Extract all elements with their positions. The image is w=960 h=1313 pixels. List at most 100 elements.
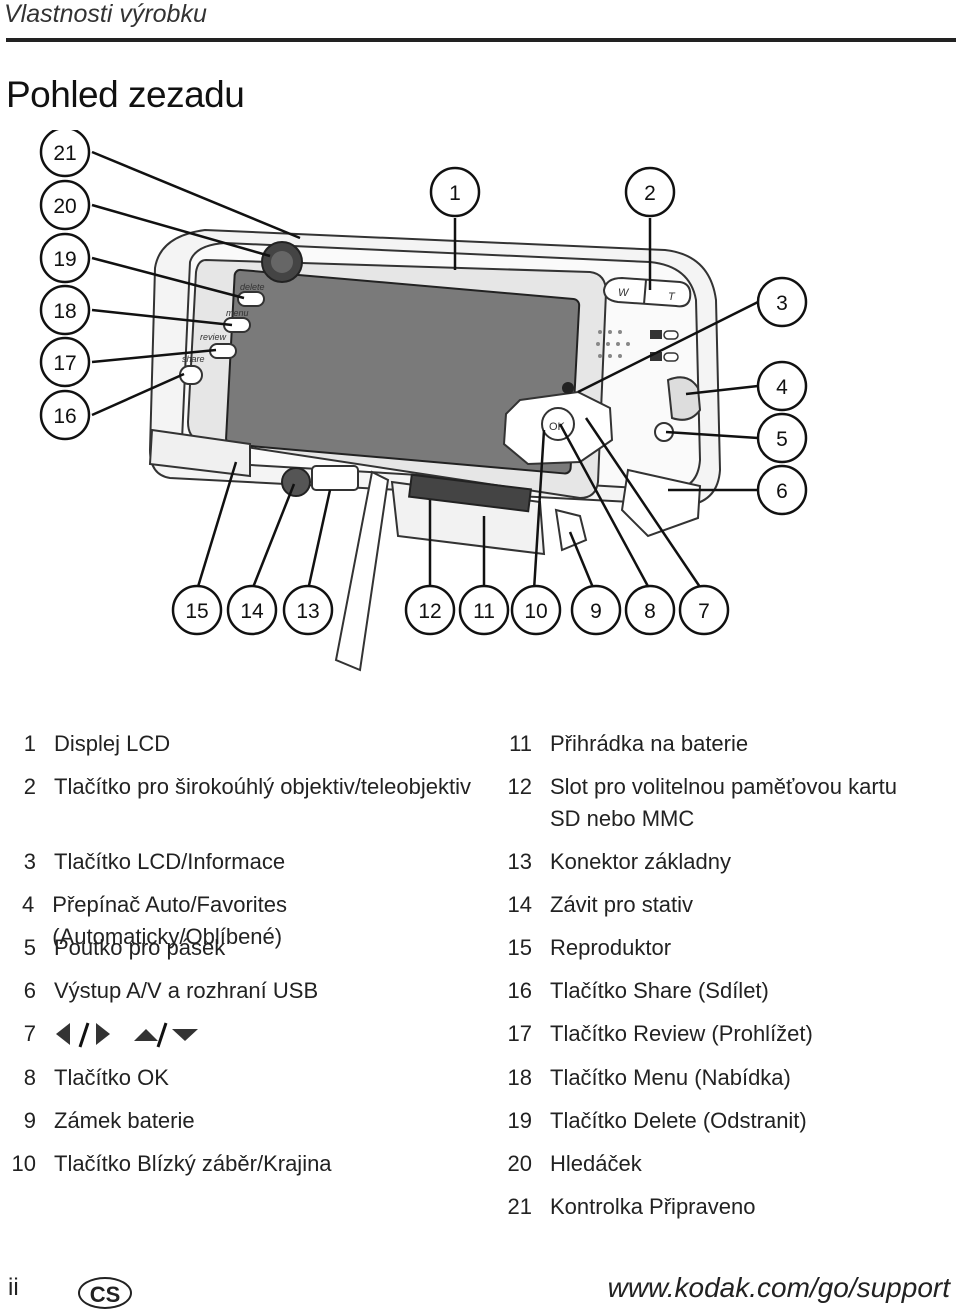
- legend-text: Tlačítko Blízký záběr/Krajina: [54, 1151, 332, 1176]
- callout-13: [282, 584, 334, 636]
- legend-item: 15 Reproduktor: [500, 932, 672, 964]
- callout-label: 12: [418, 600, 441, 623]
- leader-lines: [91, 150, 759, 591]
- legend-item: 21 Kontrolka Připraveno: [500, 1191, 756, 1223]
- callout-15: [171, 584, 223, 636]
- legend-text: Zámek baterie: [54, 1108, 195, 1133]
- callout-10: [510, 584, 562, 636]
- review-label: review: [200, 332, 227, 342]
- legend-item: 11 Přihrádka na baterie: [500, 728, 748, 760]
- callout-1: [429, 166, 481, 218]
- legend-text: Tlačítko Review (Prohlížet): [550, 1021, 813, 1046]
- legend-item: 16 Tlačítko Share (Sdílet): [500, 975, 769, 1007]
- legend-item: 14 Závit pro stativ: [500, 889, 694, 921]
- legend-item: 19 Tlačítko Delete (Odstranit): [500, 1105, 807, 1137]
- legend-item: 17 Tlačítko Review (Prohlížet): [500, 1018, 813, 1050]
- menu-label: menu: [226, 308, 249, 318]
- legend-num: 21: [507, 1194, 532, 1219]
- callout-9: [570, 584, 622, 636]
- callout-2: [624, 166, 676, 218]
- support-link[interactable]: www.kodak.com/go/support: [607, 1272, 950, 1303]
- callout-5: [756, 412, 808, 464]
- up-arrow-icon: [134, 1029, 158, 1041]
- callout-19: [39, 232, 91, 284]
- legend-text: Tlačítko Menu (Nabídka): [550, 1065, 791, 1090]
- legend-num: [500, 803, 536, 835]
- page-number: ii: [8, 1274, 19, 1301]
- legend-num: 15: [507, 935, 532, 960]
- callout-label: 1: [449, 182, 461, 205]
- callout-6: [756, 464, 808, 516]
- legend-num: 10: [11, 1151, 36, 1176]
- legend-item: 12 Slot pro volitelnou paměťovou kartu: [500, 771, 898, 803]
- legend-num: 2: [23, 774, 36, 799]
- legend-text: Konektor základny: [550, 849, 731, 874]
- info-icon: [562, 382, 574, 394]
- callout-label: 5: [776, 428, 788, 451]
- share-label: share: [182, 354, 205, 364]
- legend-item: 18 Tlačítko Menu (Nabídka): [500, 1062, 791, 1094]
- legend-num: 20: [507, 1151, 532, 1176]
- legend-item: 4 Přepínač Auto/Favorites (Automaticky/O…: [0, 889, 500, 953]
- legend-text: Displej LCD: [54, 731, 171, 756]
- callout-label: 4: [776, 376, 788, 399]
- legend-num: 17: [507, 1021, 532, 1046]
- legend-num: 19: [507, 1108, 532, 1133]
- callout-label: 7: [698, 600, 710, 623]
- battery-lock: [554, 508, 588, 552]
- callout-11: [458, 584, 510, 636]
- delete-label: delete: [240, 282, 265, 292]
- bottom-panel: [148, 428, 251, 478]
- callout-4: [756, 360, 808, 412]
- legend-text: Tlačítko pro širokoúhlý objektiv/teleobj…: [54, 774, 471, 799]
- legend-item: 1 Displej LCD: [0, 728, 170, 760]
- av-usb-door: [620, 468, 702, 538]
- legend-text: Tlačítko LCD/Informace: [54, 849, 286, 874]
- legend-num: 6: [23, 978, 36, 1003]
- callout-label: 3: [776, 292, 788, 315]
- legend-text: Slot pro volitelnou paměťovou kartu: [550, 774, 898, 799]
- legend-item: 3 Tlačítko LCD/Informace: [0, 846, 285, 878]
- legend-num: 14: [507, 892, 532, 917]
- legend-text: Hledáček: [550, 1151, 642, 1176]
- zoom-rocker[interactable]: [602, 276, 692, 308]
- legend-text: Výstup A/V a rozhraní USB: [54, 978, 319, 1003]
- left-arrow-icon: [56, 1023, 70, 1045]
- callout-8: [624, 584, 676, 636]
- callout-label: 20: [53, 195, 76, 218]
- legend-item: SD nebo MMC: [500, 803, 694, 835]
- legend-item: 2 Tlačítko pro širokoúhlý objektiv/teleo…: [0, 771, 471, 803]
- legend-item: 5 Poutko pro pásek: [0, 932, 225, 964]
- callout-label: 15: [185, 600, 208, 623]
- legend-num: 8: [23, 1065, 36, 1090]
- mode-switch[interactable]: [666, 376, 702, 421]
- legend-text: Závit pro stativ: [550, 892, 694, 917]
- legend-text: Přepínač Auto/Favorites (Automaticky/Obl…: [52, 892, 288, 949]
- callout-17: [39, 336, 91, 388]
- navigation-pad[interactable]: [502, 390, 614, 466]
- callout-21: [39, 130, 91, 178]
- legend-num: 7: [23, 1021, 36, 1046]
- legend-num: 12: [507, 774, 532, 799]
- legend-text: Přihrádka na baterie: [550, 731, 749, 756]
- delete-button[interactable]: [237, 291, 265, 307]
- dock-connector: [311, 465, 359, 491]
- sd-slot: [407, 473, 533, 513]
- speaker-grille: [596, 330, 630, 358]
- ok-button[interactable]: [541, 407, 575, 441]
- legend-text: Reproduktor: [550, 935, 672, 960]
- legend-num: 4: [21, 892, 35, 917]
- callout-label: 8: [644, 600, 656, 623]
- legend-text: Poutko pro pásek: [54, 935, 226, 960]
- legend-item: 6 Výstup A/V a rozhraní USB: [0, 975, 318, 1007]
- header-rule: [6, 38, 956, 42]
- nav-arrows-icon: [40, 1018, 204, 1050]
- legend-text: Tlačítko Delete (Odstranit): [550, 1108, 807, 1133]
- camera-rear-diagram: delete menu review share W T OK: [39, 130, 808, 672]
- callout-label: 9: [590, 600, 602, 623]
- legend-item: 10 Tlačítko Blízký záběr/Krajina: [0, 1148, 332, 1180]
- callout-label: 13: [296, 600, 319, 623]
- legend-num: 1: [23, 731, 36, 756]
- legend-item: 8 Tlačítko OK: [0, 1062, 169, 1094]
- wide-label: W: [618, 287, 630, 299]
